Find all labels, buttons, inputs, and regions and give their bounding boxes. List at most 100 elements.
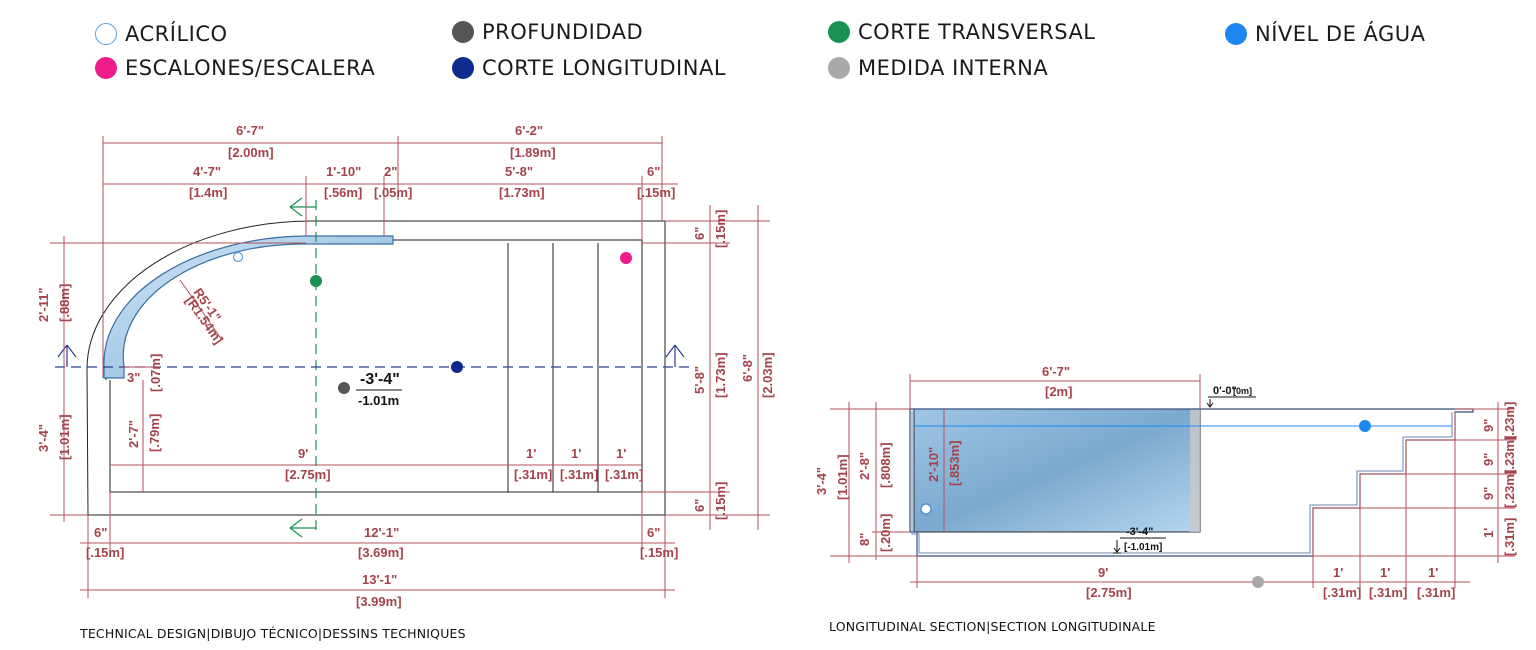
plan-left-top-m: [.88m] [57,284,72,322]
section-rise-4: 1' [1481,528,1496,538]
plan-view: -3'-4" -1.01m 6'-7" [2.00m] 6'-2" [1.89m… [36,123,775,609]
plan-right-total: 6'-8" [740,354,755,382]
corte-longitudinal-marker [451,361,463,373]
legend-corte-longitudinal-label: CORTE LONGITUDINAL [482,56,727,80]
plan-bottom-right6: 6" [647,525,660,540]
section-top-w: 6'-7" [1042,364,1070,379]
section-h4-m: [.20m] [878,514,893,552]
section-step-3-m: [.31m] [1417,585,1455,600]
section-step-1: 1' [1333,565,1343,580]
outer-deck-outline [86,220,666,516]
section-rise-1: 9" [1481,419,1496,432]
caption-longitudinal-section: LONGITUDINAL SECTION|SECTION LONGITUDINA… [829,619,1156,634]
plan-left-bot-m: [1.01m] [57,414,72,460]
section-len9: 9' [1098,565,1108,580]
section-arrow-right-icon [665,344,685,367]
section-depth: -3'-4" [1126,526,1153,538]
plan-bottom-left6: 6" [94,525,107,540]
legend-escalones: ESCALONES/ESCALERA [95,56,375,80]
left-dimensions: 2'-11" [.88m] 3'-4" [1.01m] [36,236,306,522]
plan-right-total-m: [2.03m] [760,352,775,398]
corte-transversal-marker [310,275,322,287]
section-rise-2-m: [.23m] [1502,436,1517,474]
profundidad-marker [338,382,350,394]
plan-right-mid-m: [1.73m] [713,352,728,398]
section-acrylic-window [913,408,1201,533]
legend-corte-transversal-label: CORTE TRANSVERSAL [858,20,1096,44]
section-level-m: [0m] [1233,386,1252,396]
medida-interna-marker [1252,576,1264,588]
plan-left-bot: 3'-4" [36,424,51,452]
plan-inner-9-m: [2.75m] [285,467,331,482]
section-step-1-m: [.31m] [1323,585,1361,600]
plan-inner-9: 9' [298,446,308,461]
section-arrow-left-icon [57,344,77,367]
section-depth-arrow-icon [1113,540,1121,554]
section-pool-inner [911,411,1453,554]
plan-d5-m: [.15m] [637,185,675,200]
section-acrylic-edge [1190,409,1200,532]
radius-leader [179,279,223,341]
right-dimensions: 6" [.15m] 5'-8" [1.73m] 6'-8" [2.03m] 6"… [642,205,775,530]
plan-d3-m: [.05m] [374,185,412,200]
plan-d4: 5'-8" [505,164,533,179]
plan-step-1: 1' [526,446,536,461]
plan-right-top: 6" [692,227,707,240]
inner-dimensions: 9' [2.75m] 1' [.31m] 1' [.31m] 1' [.31m] [110,446,643,482]
nivel-agua-marker [1359,420,1371,432]
plan-d2: 1'-10" [326,164,361,179]
section-rise-4-m: [.31m] [1502,518,1517,556]
profundidad-dot-icon [452,21,474,43]
section-total-h: 3'-4" [814,467,829,495]
legend-acrilico-label: ACRÍLICO [125,22,228,46]
section-h4: 8" [857,533,872,546]
acrylic-panel [103,235,394,379]
section-level-arrow-icon [1206,399,1214,408]
legend-profundidad: PROFUNDIDAD [452,20,643,44]
section-rise-3-m: [.23m] [1502,470,1517,508]
plan-top-b: 6'-2" [515,123,543,138]
plan-d2-m: [.56m] [324,185,362,200]
nivel-agua-dot-icon [1225,23,1247,45]
corte-transversal-dot-icon [828,21,850,43]
section-right-dimensions: 9" [.23m] 9" [.23m] 9" [.23m] 1' [.31m] [1313,402,1517,563]
section-h2-m: [.808m] [878,442,893,488]
legend-medida-interna: MEDIDA INTERNA [828,56,1048,80]
plan-bottom-left6-m: [.15m] [86,545,124,560]
legend-profundidad-label: PROFUNDIDAD [482,20,644,44]
section-step-3: 1' [1428,565,1438,580]
plan-small-3-m: [.07m] [148,354,163,392]
plan-step-2: 1' [571,446,581,461]
plan-step-3-m: [.31m] [605,467,643,482]
acrilico-marker-plan [232,251,244,263]
plan-left-top: 2'-11" [36,287,51,322]
plan-d3: 2" [384,164,397,179]
plan-bottom-total-m: [3.99m] [356,594,402,609]
plan-depth-label: -3'-4" [360,371,400,388]
section-rise-3: 9" [1481,487,1496,500]
section-level: 0'-0" [1213,385,1237,397]
legend-corte-transversal: CORTE TRANSVERSAL [828,20,1096,44]
legend-corte-longitudinal: CORTE LONGITUDINAL [452,56,726,80]
escalones-dot-icon [95,57,117,79]
plan-small-3: 3" [127,370,140,385]
plan-top-a-m: [2.00m] [228,145,274,160]
section-step-2: 1' [1380,565,1390,580]
plan-d5: 6" [647,164,660,179]
legend-medida-interna-label: MEDIDA INTERNA [858,56,1049,80]
escalones-marker [620,252,632,264]
legend-nivel-agua: NÍVEL DE ÁGUA [1225,22,1426,46]
plan-d1: 4'-7" [193,164,221,179]
section-rise-1-m: [.23m] [1502,402,1517,440]
section-step-2-m: [.31m] [1369,585,1407,600]
inner-pool-outline [105,239,643,493]
plan-right-bot: 6" [692,499,707,512]
section-rise-2: 9" [1481,453,1496,466]
section-depth-m: [-1.01m] [1124,542,1162,553]
plan-bottom-mid-m: [3.69m] [358,545,404,560]
legend-nivel-agua-label: NÍVEL DE ÁGUA [1255,22,1426,46]
plan-step-1-m: [.31m] [514,467,552,482]
legend-acrilico: ACRÍLICO [95,22,228,46]
caption-technical-design: TECHNICAL DESIGN|DIBUJO TÉCNICO|DESSINS … [80,626,466,641]
